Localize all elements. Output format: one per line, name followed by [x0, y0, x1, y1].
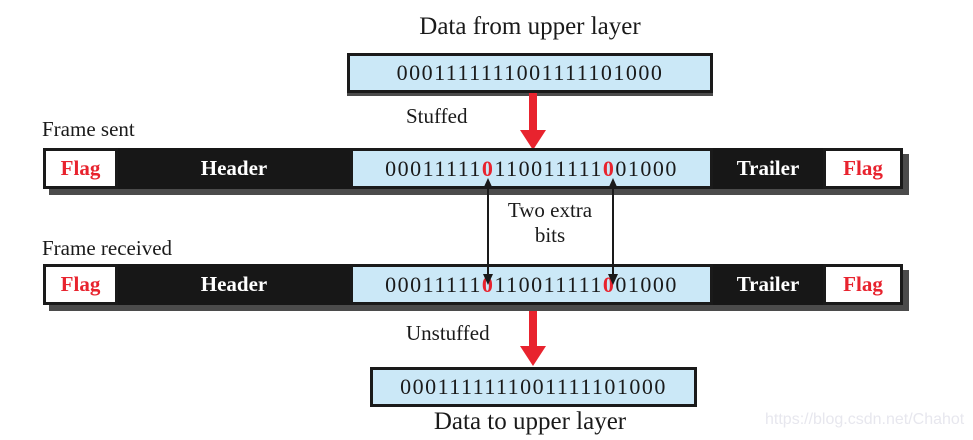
unstuffed-arrow-down-icon	[520, 311, 546, 366]
frame-received-header: Header	[118, 264, 350, 305]
two-extra-bits-note: Two extra bits	[492, 198, 608, 248]
payload-bits-pre: 00011111	[385, 271, 482, 297]
upper-data-bits: 0001111111001111101000	[396, 60, 664, 85]
frame-sent-header: Header	[118, 148, 350, 189]
stuffed-arrow-shaft	[529, 93, 537, 130]
unstuffed-label: Unstuffed	[406, 321, 490, 345]
lower-data-box: 0001111111001111101000	[370, 367, 697, 407]
payload-bits-post: 01000	[615, 155, 678, 181]
payload-bits-pre: 00011111	[385, 155, 482, 181]
stuffed-arrow-head	[520, 130, 546, 150]
stuffed-label: Stuffed	[406, 104, 468, 128]
extra-bit-arrow-left-icon	[482, 178, 494, 285]
stuffed-bit-1: 0	[481, 155, 495, 181]
two-extra-bits-note-line2: bits	[534, 223, 566, 247]
stuffed-arrow-down-icon	[520, 93, 546, 150]
frame-sent-label: Frame sent	[42, 117, 135, 141]
frame-received-label: Frame received	[42, 236, 173, 260]
upper-data-title: Data from upper layer	[419, 13, 641, 40]
stuffed-bit-2: 0	[602, 155, 616, 181]
frame-received-flag-right: Flag	[823, 264, 903, 305]
extra-bit-arrow-left-head-up	[483, 178, 493, 189]
extra-bit-arrow-right-icon	[607, 178, 619, 285]
payload-bits-mid: 110011111	[494, 271, 603, 297]
frame-sent-trailer: Trailer	[713, 148, 823, 189]
extra-bit-arrow-right-shaft	[612, 189, 614, 274]
payload-bits-post: 01000	[615, 271, 678, 297]
extra-bit-arrow-right-head-up	[608, 178, 618, 189]
unstuffed-arrow-head	[520, 346, 546, 366]
unstuffed-arrow-shaft	[529, 311, 537, 346]
lower-data-title: Data to upper layer	[433, 408, 627, 435]
frame-received-flag-left: Flag	[43, 264, 118, 305]
extra-bit-arrow-left-shaft	[487, 189, 489, 274]
payload-bits-mid: 110011111	[494, 155, 603, 181]
upper-data-box: 0001111111001111101000	[347, 53, 713, 93]
lower-data-bits: 0001111111001111101000	[400, 374, 667, 399]
frame-sent-flag-left: Flag	[43, 148, 118, 189]
frame-sent-flag-right: Flag	[823, 148, 903, 189]
extra-bit-arrow-left-head-down	[483, 274, 493, 285]
extra-bit-arrow-right-head-down	[608, 274, 618, 285]
watermark: https://blog.csdn.net/Chahot	[765, 411, 965, 428]
frame-received-trailer: Trailer	[713, 264, 823, 305]
two-extra-bits-note-line1: Two extra	[507, 198, 593, 222]
